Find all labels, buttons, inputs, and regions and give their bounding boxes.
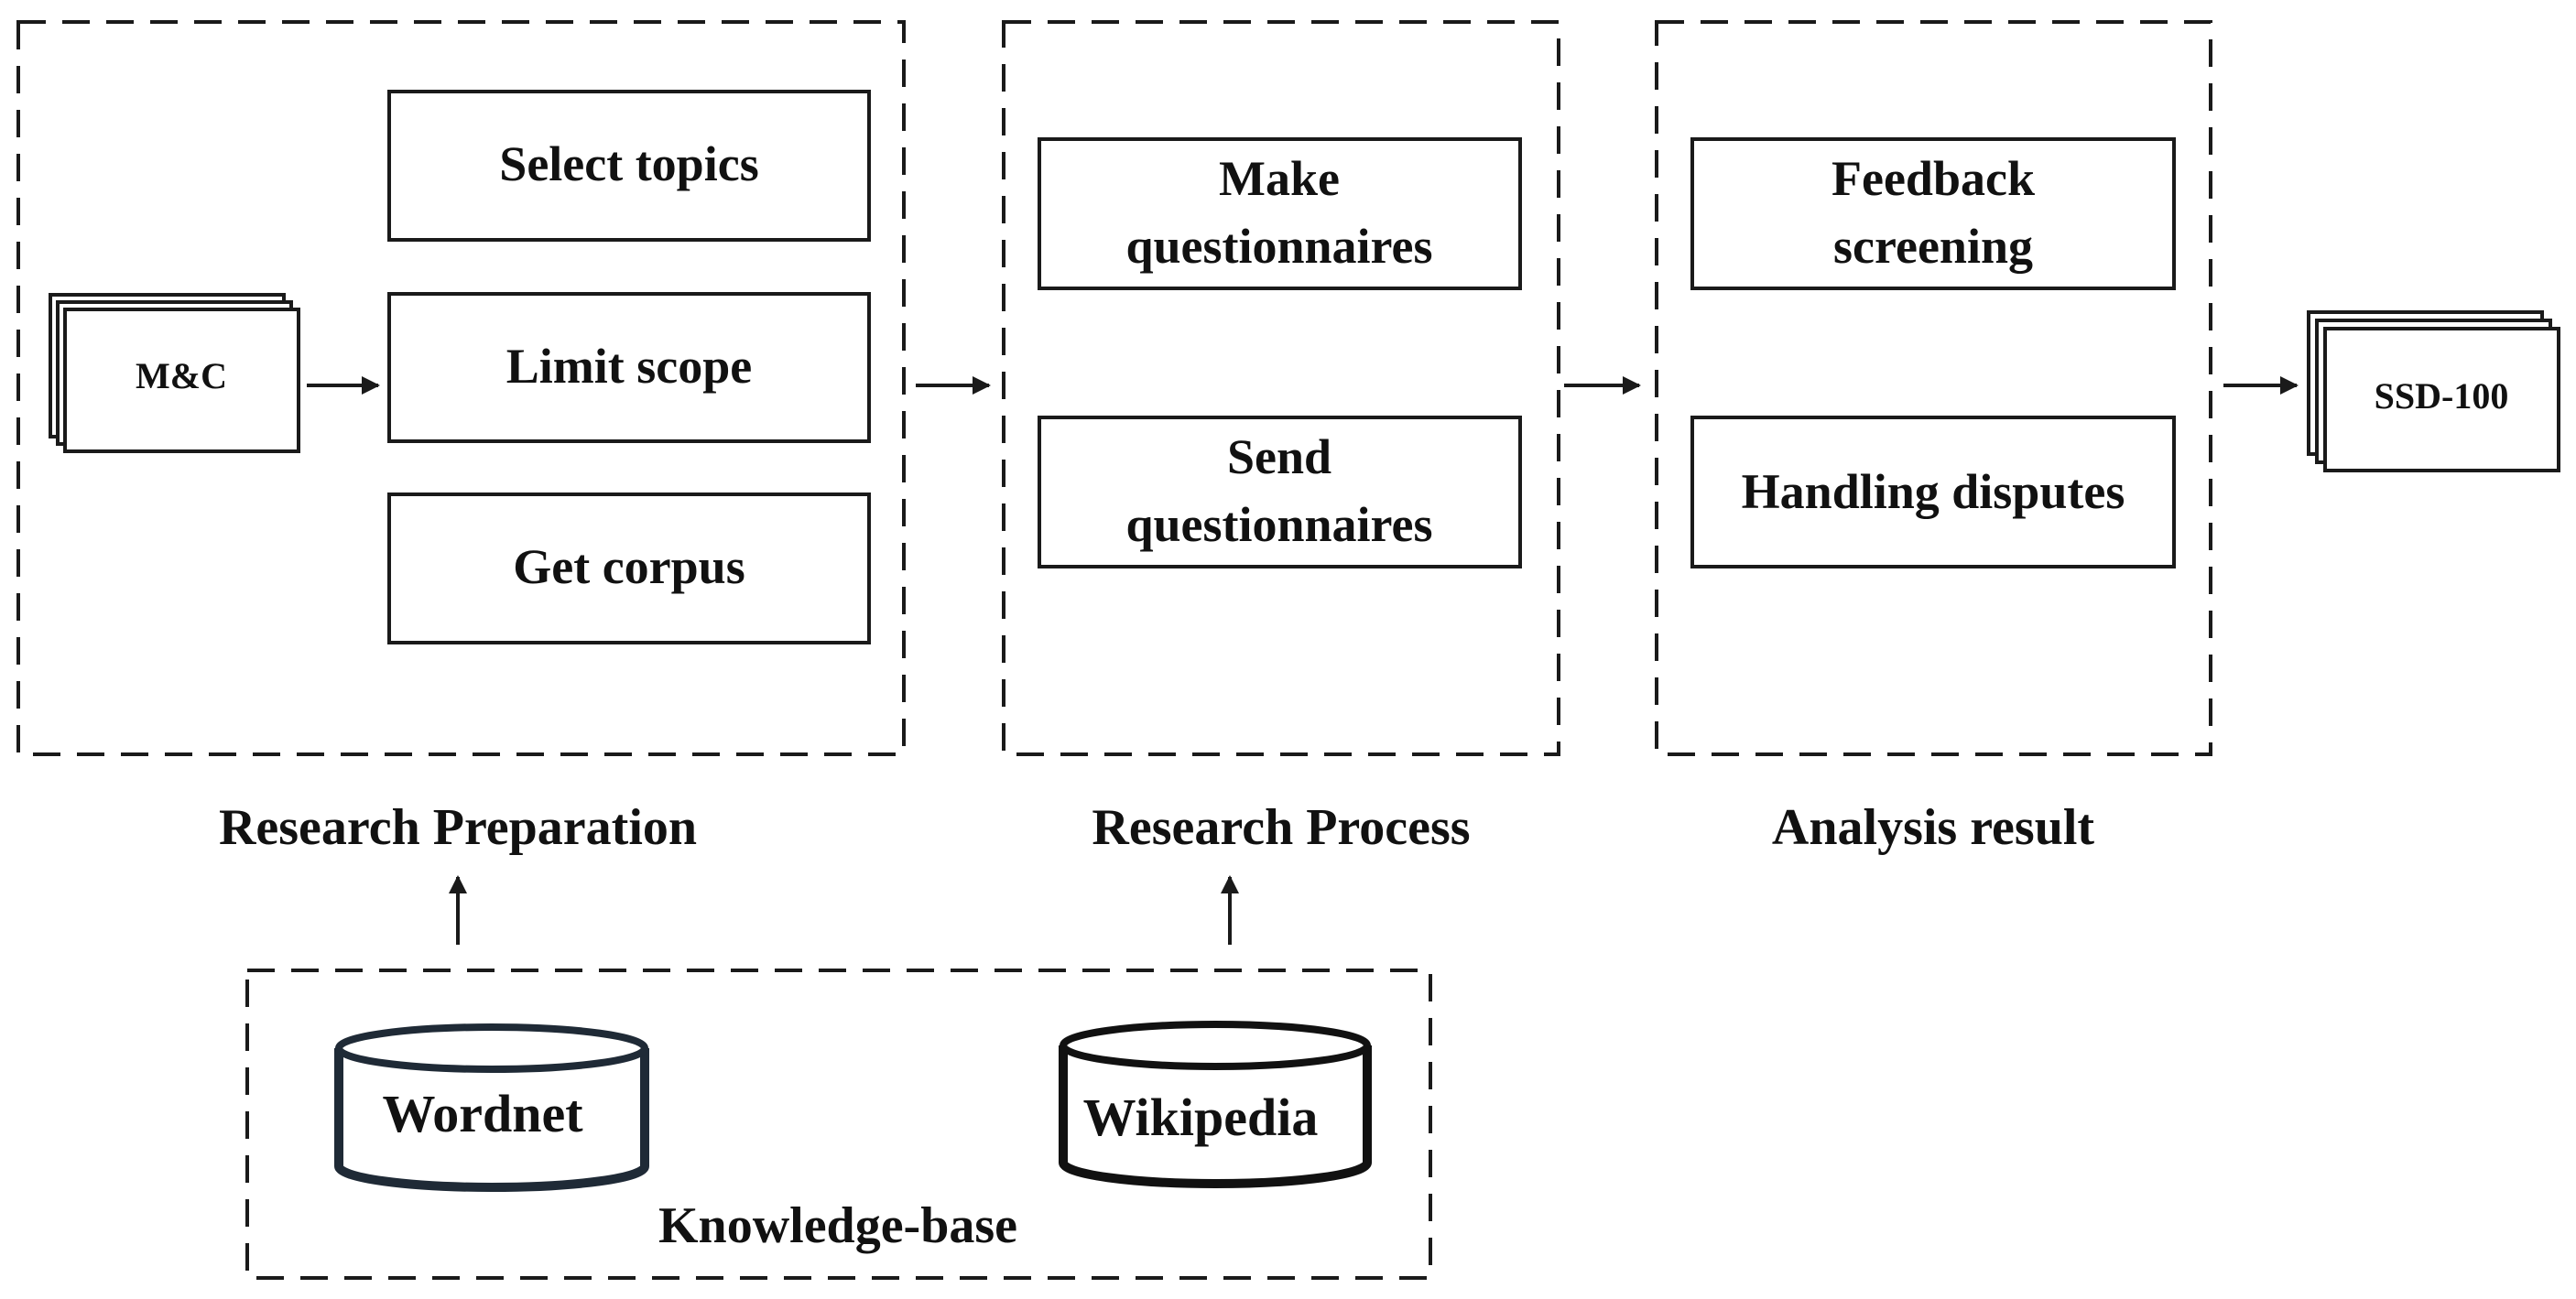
- step-limit-scope: Limit scope: [387, 292, 871, 443]
- wikipedia-label: Wikipedia: [1083, 1088, 1319, 1147]
- step-send-questionnaires: Send questionnaires: [1038, 416, 1522, 568]
- step-handling-disputes: Handling disputes: [1690, 416, 2176, 568]
- analysis-result-title: Analysis result: [1772, 799, 2094, 856]
- step-feedback-screening-line1: Feedback: [1831, 151, 2035, 206]
- wordnet-label: Wordnet: [382, 1084, 583, 1143]
- research-preparation-title: Research Preparation: [219, 799, 697, 856]
- ssd100-output-stack: SSD-100: [2307, 310, 2560, 472]
- mc-source-stack: M&C: [49, 293, 300, 453]
- step-feedback-screening: Feedback screening: [1690, 137, 2176, 290]
- ssd100-output-label: SSD-100: [2375, 375, 2509, 417]
- knowledge-base-group: [245, 969, 1432, 1280]
- step-select-topics-label: Select topics: [499, 136, 758, 191]
- knowledge-base-title: Knowledge-base: [658, 1197, 1017, 1254]
- step-feedback-screening-line2: screening: [1833, 219, 2033, 274]
- research-preparation-group: [16, 20, 906, 756]
- step-handling-disputes-label: Handling disputes: [1742, 464, 2125, 519]
- step-limit-scope-label: Limit scope: [506, 339, 752, 394]
- step-make-questionnaires: Make questionnaires: [1038, 137, 1522, 290]
- research-process-group: [1002, 20, 1560, 756]
- wikipedia-database: Wikipedia: [1059, 1021, 1372, 1188]
- mc-source-label: M&C: [136, 355, 227, 396]
- step-select-topics: Select topics: [387, 90, 871, 242]
- analysis-result-group: [1655, 20, 2212, 756]
- step-send-questionnaires-line2: questionnaires: [1125, 497, 1432, 552]
- step-make-questionnaires-line2: questionnaires: [1125, 219, 1432, 274]
- research-process-title: Research Process: [1092, 799, 1470, 856]
- step-get-corpus: Get corpus: [387, 493, 871, 644]
- step-send-questionnaires-line1: Send: [1227, 429, 1331, 484]
- step-get-corpus-label: Get corpus: [513, 539, 745, 594]
- step-make-questionnaires-line1: Make: [1219, 151, 1340, 206]
- wordnet-database: Wordnet: [334, 1023, 649, 1192]
